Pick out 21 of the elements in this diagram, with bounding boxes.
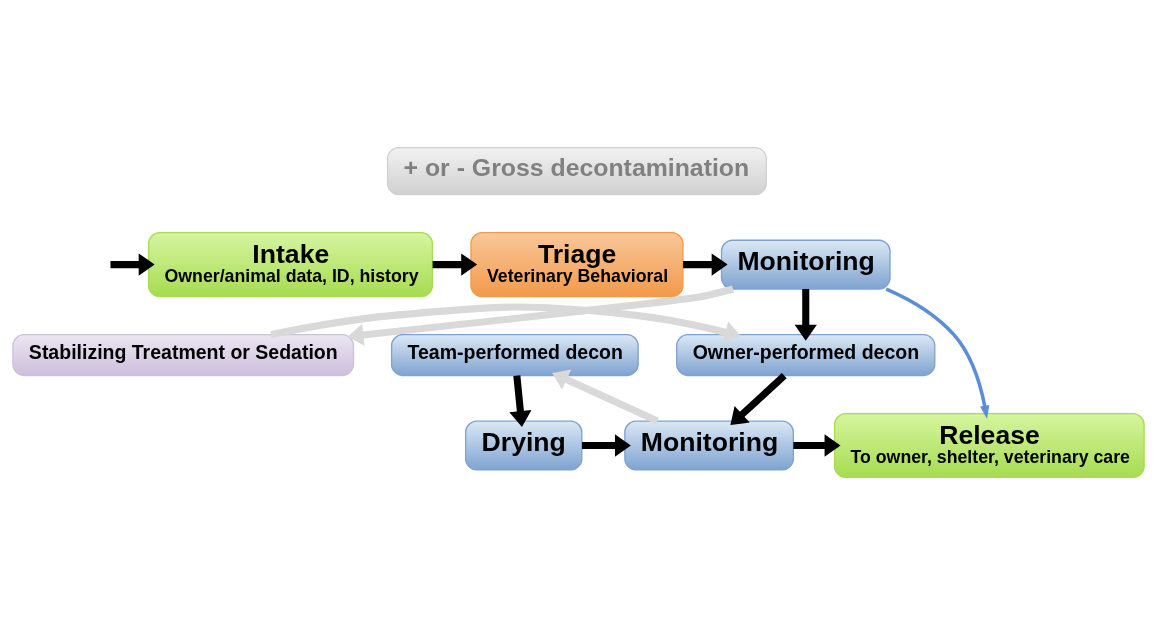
- node-box: Monitoring: [624, 420, 794, 471]
- arrow: [552, 369, 659, 425]
- arrow: [509, 375, 532, 428]
- node-box: Drying: [465, 420, 583, 471]
- node-box: + or - Gross decontamination: [386, 146, 767, 196]
- node-box: Monitoring: [720, 239, 891, 290]
- arrow: [683, 253, 728, 276]
- node-box: Team-performed decon: [390, 334, 639, 377]
- node-box: Triage Veterinary Behavioral: [470, 232, 684, 298]
- arrow: [730, 373, 787, 426]
- arrow: [432, 253, 478, 276]
- node-box: Intake Owner/animal data, ID, history: [147, 232, 434, 298]
- node-box: Release To owner, shelter, veterinary care: [833, 412, 1145, 479]
- arrow: [270, 303, 741, 344]
- arrow: [794, 289, 817, 341]
- arrow: [793, 434, 841, 457]
- node-box: Owner-performed decon: [676, 334, 936, 377]
- arrow: [885, 287, 990, 419]
- arrow: [347, 285, 734, 347]
- arrow: [582, 434, 631, 457]
- node-box: Stabilizing Treatment or Sedation: [12, 334, 355, 377]
